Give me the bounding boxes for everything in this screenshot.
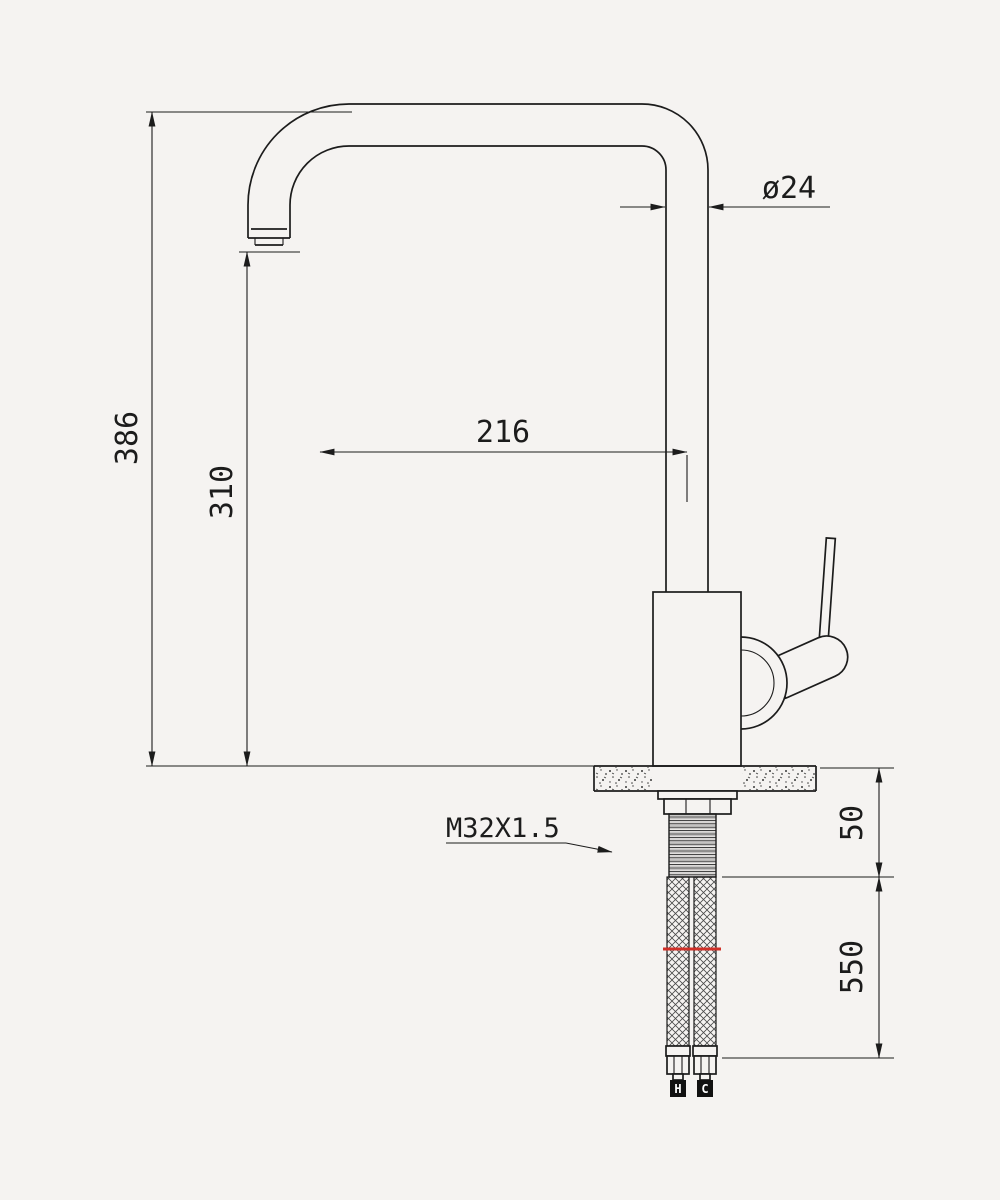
- deck-section-left: [595, 767, 652, 790]
- dim-spout-reach-label: 216: [476, 415, 530, 450]
- hose-fitting-hot: [665, 1045, 691, 1081]
- handle-ball-inner-arc: [740, 649, 775, 717]
- dim-overall-height: 386: [110, 111, 594, 767]
- dim-shank-depth: 50: [722, 767, 894, 878]
- handle-stick: [817, 537, 837, 652]
- mounting-washer: [657, 790, 738, 800]
- faucet-spout: [247, 103, 709, 592]
- hot-tag-box: H: [670, 1080, 686, 1097]
- dim-overall-height-label: 386: [110, 411, 145, 465]
- supply-hoses: H C: [663, 876, 721, 1097]
- dim-shank-depth-label: 50: [835, 805, 870, 841]
- cold-tag-label: C: [701, 1082, 708, 1096]
- dim-riser-diameter: ø24: [620, 171, 830, 211]
- supply-hose-cold: [693, 876, 717, 1047]
- spout-inner-contour: [289, 145, 667, 592]
- dim-spout-reach: 216: [319, 415, 688, 502]
- thread-callout: M32X1.5: [446, 813, 613, 853]
- faucet-body: [652, 591, 742, 767]
- spout-outer-contour: [247, 103, 709, 592]
- dim-spout-height: 310: [205, 251, 300, 767]
- hose-fitting-cold: [692, 1045, 718, 1081]
- faucet-handle: [740, 635, 849, 730]
- cold-tag-box: C: [697, 1080, 713, 1097]
- thread-callout-label: M32X1.5: [446, 813, 560, 844]
- countertop-deck: [593, 765, 817, 792]
- handle-ball-joint: [740, 636, 788, 730]
- deck-section-right: [742, 767, 815, 790]
- mounting-hardware: [657, 790, 738, 878]
- spout-aerator-tip: [248, 228, 290, 246]
- dim-hose-length-label: 550: [835, 940, 870, 994]
- threaded-shank: [668, 813, 717, 878]
- hot-tag-label: H: [674, 1082, 681, 1096]
- mounting-nut: [663, 798, 732, 815]
- supply-hose-hot: [666, 876, 690, 1047]
- dim-spout-height-label: 310: [205, 465, 240, 519]
- dim-riser-diameter-label: ø24: [762, 171, 816, 206]
- dim-hose-length: 550: [722, 876, 894, 1059]
